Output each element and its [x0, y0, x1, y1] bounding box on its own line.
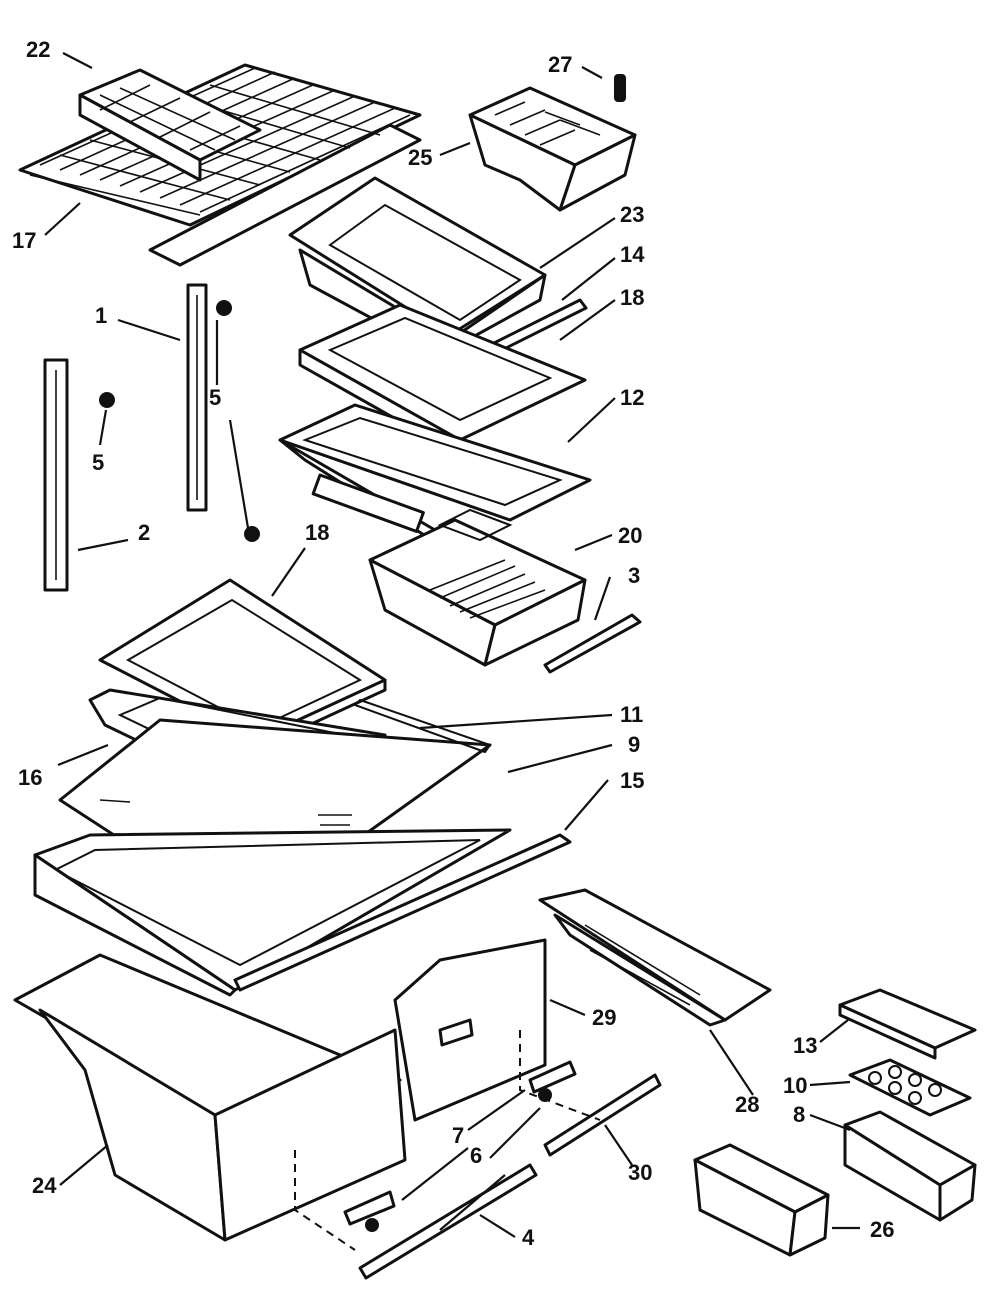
callout-4: 4: [522, 1225, 535, 1250]
shelf-support-2: [43, 358, 69, 592]
callout-5-b: 5: [92, 450, 104, 475]
callout-16: 16: [18, 765, 42, 790]
slide-7-a: [528, 1060, 577, 1094]
callout-26: 26: [870, 1217, 894, 1242]
door-bin-26: [693, 1143, 830, 1257]
leader-lines: [44, 52, 860, 1238]
callout-7: 7: [452, 1123, 464, 1148]
callout-15: 15: [620, 768, 644, 793]
bracket-bin-25: [468, 86, 637, 212]
callout-22: 22: [26, 37, 50, 62]
callout-8: 8: [793, 1102, 805, 1127]
callout-3: 3: [628, 563, 640, 588]
callout-10: 10: [783, 1073, 807, 1098]
callout-1: 1: [95, 303, 107, 328]
screw-5-b: [99, 392, 115, 408]
callout-2: 2: [138, 520, 150, 545]
callout-24: 24: [32, 1173, 57, 1198]
rail-30: [543, 1073, 662, 1157]
callout-17: 17: [12, 228, 36, 253]
roller-6-b: [365, 1218, 379, 1232]
callout-5-a: 5: [209, 385, 221, 410]
crisper-cover-frame: [33, 828, 512, 997]
ice-tray-22: [78, 68, 262, 182]
crisper-drawer-29: [393, 938, 547, 1122]
shelf-support-1: [186, 283, 208, 512]
crisper-drawer-24: [13, 953, 407, 1242]
callout-28: 28: [735, 1092, 759, 1117]
drawer-frame-12: [278, 403, 592, 547]
screw-27: [614, 74, 626, 102]
callout-9: 9: [628, 732, 640, 757]
screw-5-c: [244, 526, 260, 542]
glass-trim-11: [353, 698, 492, 754]
compartment-lid-13: [838, 988, 977, 1060]
bin-8: [843, 1110, 977, 1222]
callout-14: 14: [620, 242, 645, 267]
meat-drawer-20: [368, 508, 587, 667]
egg-tray-10: [848, 1058, 972, 1117]
callout-27: 27: [548, 52, 572, 77]
callout-labels: 22 27 25 17 23 14 18 1 5 5 12 2 18 20 3 …: [12, 37, 894, 1250]
crisper-cover-28: [538, 888, 772, 1027]
callout-23: 23: [620, 202, 644, 227]
callout-20: 20: [618, 523, 642, 548]
rail-15: [233, 833, 572, 992]
callout-13: 13: [793, 1033, 817, 1058]
screw-5-a: [216, 300, 232, 316]
callout-18-lower: 18: [305, 520, 329, 545]
callout-18-upper: 18: [620, 285, 644, 310]
callout-6: 6: [470, 1143, 482, 1168]
roller-6-a: [538, 1088, 552, 1102]
rail-3: [543, 613, 642, 674]
callout-29: 29: [592, 1005, 616, 1030]
callout-12: 12: [620, 385, 644, 410]
callout-11: 11: [620, 702, 643, 727]
slide-7-b: [343, 1190, 396, 1226]
callout-30: 30: [628, 1160, 652, 1185]
rail-4: [358, 1163, 538, 1280]
callout-25: 25: [408, 145, 432, 170]
